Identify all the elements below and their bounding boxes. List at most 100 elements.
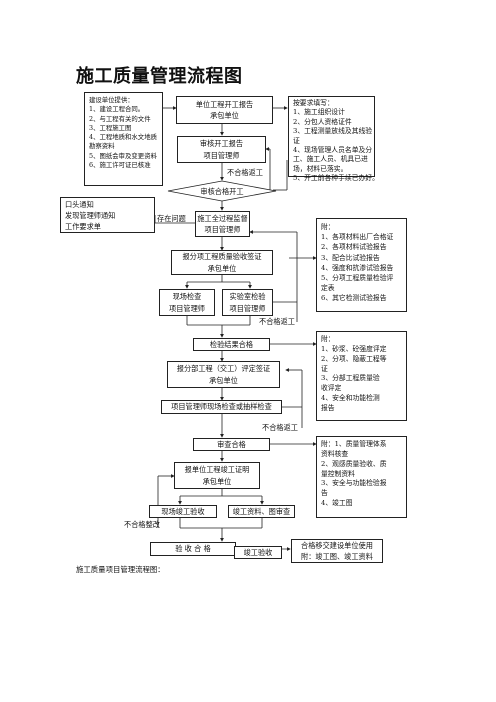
review-report-box: 审核开工报告 项目管理师 (177, 136, 266, 163)
report-item: 证 (293, 136, 300, 145)
supervise-box: 施工全过程监督 项目管理师 (195, 211, 250, 237)
audit-ok-box: 审查合格 (193, 438, 270, 451)
check-ok-box: 检验结果合格 (193, 338, 270, 351)
review-report-owner: 项目管理师 (203, 150, 240, 160)
start-report-box: 单位工程开工报告 承包单位 (176, 96, 273, 124)
fail-rectify-label: 不合格整改 (124, 520, 160, 529)
subproject-report-label: 报分部工程（交工）评定签证 (176, 364, 271, 374)
check-ok-label: 检验结果合格 (209, 339, 254, 349)
subproject-report-owner: 承包单位 (209, 375, 238, 385)
oral-notice-line: 发现管理师通知 (65, 210, 116, 220)
audit-ok-label: 审查合格 (217, 439, 246, 449)
oral-notice-line: 口头通知 (65, 200, 94, 209)
completion-report-label: 报单位工程竣工证明 (184, 465, 250, 475)
owner-doc-item: 5、图纸会审及变更资料 (89, 151, 157, 160)
inspection-attachment-note: 附： 1、砂浆、砼强度评定 2、分项、隐蔽工程等 证 3、分部工程质量验 收评定… (316, 331, 407, 421)
docs-review-box: 竣工资料、图审查 (228, 505, 295, 518)
owner-doc-item: 1、建设工程合同。 (89, 105, 145, 114)
materials-item: 2、各项材料试验报告 (321, 243, 387, 252)
completion-report-box: 报单位工程竣工证明 承包单位 (174, 462, 260, 489)
fail-redo-label: 不合格返工 (259, 317, 295, 326)
fail-restart-label: 不合格返工 (227, 168, 263, 177)
materials-item: 4、强度和抗渗试验报告 (321, 263, 394, 272)
owner-doc-item: 勘察资料 (89, 142, 115, 151)
owner-documents-note: 建设单位提供： 1、建设工程合同。 2、与工程有关的文件 3、工程施工图 4、工… (84, 92, 163, 186)
approve-start-label: 审核合格开工 (200, 187, 244, 196)
completion-acceptance-box: 竣工验收 (234, 546, 282, 559)
final-item: 2、观感质量验收、质 (321, 459, 387, 468)
subproject-report-box: 报分部工程（交工）评定签证 承包单位 (167, 361, 280, 388)
inspection-item: 收评定 (321, 384, 342, 393)
final-item: 量控制资料 (321, 469, 355, 478)
handover-box: 合格移交建设单位使用 附：竣工图、竣工资料 (291, 539, 383, 563)
materials-item: 3、配合比试验报告 (321, 253, 380, 262)
final-item: 告 (321, 489, 328, 498)
completion-report-owner: 承包单位 (202, 476, 232, 486)
final-item: 资料核查 (321, 449, 349, 458)
acceptance-ok-label: 验 收 合 格 (175, 544, 211, 554)
materials-title: 附： (321, 223, 335, 231)
report-requirements-title: 按要求填写： (293, 99, 334, 107)
has-issue-label: 存在问题 (157, 214, 186, 223)
start-report-label: 单位工程开工报告 (195, 99, 254, 109)
lab-check-owner: 项目管理师 (229, 303, 266, 313)
owner-doc-item: 4、工程地质和水文地质 (89, 133, 157, 142)
site-check-box: 现场检查 项目管理师 (159, 289, 215, 316)
report-item: 5、开工前各种手续已办好。 (293, 174, 379, 182)
materials-item: 定表 (321, 284, 335, 293)
handover-label: 合格移交建设单位使用 (301, 540, 373, 550)
footer-caption: 施工质量项目管理流程图： (76, 565, 165, 574)
inspection-item: 4、安全和功能检测 (321, 394, 380, 403)
subitem-report-label: 报分项工程质量验收签证 (182, 252, 262, 262)
start-report-owner: 承包单位 (210, 111, 239, 120)
materials-item: 1、各项材料出厂合格证 (321, 233, 394, 242)
inspection-title: 附： (321, 335, 335, 343)
supervise-owner: 项目管理师 (204, 225, 241, 234)
subitem-report-box: 报分项工程质量验收签证 承包单位 (171, 250, 273, 275)
final-attachment-note: 附：1、质量管理体系 资料核查 2、观感质量验收、质 量控制资料 3、安全与功能… (316, 436, 407, 518)
materials-item: 6、其它检测试验报告 (321, 294, 387, 303)
handover-attachment: 附：竣工图、竣工资料 (301, 552, 373, 561)
report-item: 1、施工组织设计 (293, 108, 345, 117)
fail-redo-label: 不合格返工 (262, 423, 298, 432)
subitem-report-owner: 承包单位 (207, 263, 237, 273)
inspection-item: 报告 (321, 403, 335, 412)
final-item: 4、竣工图 (321, 499, 353, 508)
site-acceptance-label: 现场竣工验收 (161, 506, 205, 516)
final-item: 3、安全与功能检验报 (321, 479, 387, 488)
materials-attachment-note: 附： 1、各项材料出厂合格证 2、各项材料试验报告 3、配合比试验报告 4、强度… (316, 218, 407, 312)
report-item: 4、现场管理人员名单及分 (293, 145, 373, 154)
owner-doc-item: 6、施工许可证已核准 (89, 160, 151, 169)
site-check-label: 现场检查 (172, 292, 202, 302)
review-report-label: 审核开工报告 (199, 139, 244, 149)
report-item: 3、工程测量放线及其线验 (293, 127, 373, 136)
report-item: 场，材料已落实。 (293, 164, 348, 173)
completion-acceptance-label: 竣工验收 (243, 547, 273, 557)
owner-documents-title: 建设单位提供： (89, 96, 134, 104)
lab-check-box: 实验室检验 项目管理师 (222, 289, 273, 316)
acceptance-ok-box: 验 收 合 格 (150, 542, 236, 556)
docs-review-label: 竣工资料、图审查 (232, 506, 291, 516)
site-recheck-label: 项目管理师现场检查或抽样检查 (171, 402, 272, 412)
report-item: 工、施工人员、机具已进 (293, 155, 368, 164)
owner-doc-item: 2、与工程有关的文件 (89, 114, 151, 123)
owner-doc-item: 3、工程施工图 (89, 123, 132, 132)
inspection-item: 2、分项、隐蔽工程等 (321, 354, 387, 363)
supervise-label: 施工全过程监督 (197, 213, 248, 223)
site-recheck-box: 项目管理师现场检查或抽样检查 (161, 400, 282, 414)
report-requirements-note: 按要求填写： 1、施工组织设计 2、分包人资格证件 3、工程测量放线及其线验 证… (288, 96, 379, 182)
lab-check-label: 实验室检验 (229, 292, 266, 302)
inspection-item: 3、分部工程质量验 (321, 374, 380, 383)
inspection-item: 证 (321, 364, 328, 373)
report-item: 2、分包人资格证件 (293, 117, 352, 126)
approve-start-decision (167, 180, 277, 202)
page-title: 施工质量管理流程图 (76, 66, 243, 87)
materials-item: 5、分项工程质量检验评 (321, 273, 394, 282)
site-acceptance-box: 现场竣工验收 (149, 505, 217, 518)
oral-notice-note: 口头通知 发现管理师通知 工作要求单 (60, 197, 155, 233)
oral-notice-line: 工作要求单 (65, 221, 101, 231)
inspection-item: 1、砂浆、砼强度评定 (321, 344, 387, 353)
site-check-owner: 项目管理师 (169, 303, 205, 313)
final-title: 附：1、质量管理体系 (321, 440, 387, 448)
